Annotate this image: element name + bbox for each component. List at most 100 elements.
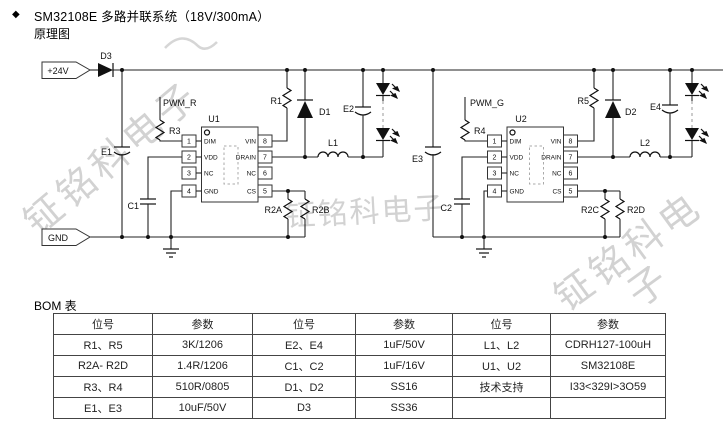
resistor-r2c: R2C [581, 191, 611, 237]
resistor-r2c-label: R2C [581, 205, 600, 215]
gnd-symbol-2 [476, 190, 492, 258]
channel-1: E1 PWM_R R3 C1 U1 [101, 70, 400, 258]
resistor-r1: R1 [270, 70, 293, 142]
u1-pin4-name: GND [204, 189, 219, 196]
u1-pin3-num: 3 [187, 171, 191, 178]
ic-u2-label: U2 [515, 114, 527, 124]
bom-header-cell: 位号 [252, 313, 356, 335]
bom-cell: D1、D2 [252, 376, 356, 398]
bom-row: R3、R4 510R/0805 D1、D2 SS16 技术支持 I33<329I… [53, 376, 666, 398]
diode-d1: D1 [297, 70, 331, 157]
inductor-l2 [629, 151, 661, 158]
bom-cell: E2、E4 [252, 334, 356, 356]
u1-pin3-name: NC [204, 171, 214, 178]
resistor-r5: R5 [577, 70, 600, 142]
u2-pin3-name: NC [510, 171, 520, 178]
pwm-g-net: PWM_G R4 [459, 97, 504, 142]
bom-cell: 技术支持 [452, 376, 551, 398]
bom-cell: 1uF/50V [355, 334, 453, 356]
u1-pin6-num: 6 [263, 171, 267, 178]
resistor-r5-label: R5 [577, 96, 589, 106]
u2-pin4-num: 4 [493, 189, 497, 196]
diode-d1-label: D1 [319, 107, 331, 117]
diode-d2: D2 [605, 70, 637, 157]
resistor-r2b: R2B [299, 191, 330, 237]
bom-cell: D3 [252, 397, 356, 419]
u2-pin2-num: 2 [493, 155, 497, 162]
u2-pin2-name: VDD [510, 155, 524, 162]
led-string-2 [685, 70, 709, 157]
watermark-swoosh [164, 37, 218, 50]
page-title: SM32108E 多路并联系统（18V/300mA） [34, 10, 270, 24]
cap-e2-label: E2 [343, 104, 354, 114]
u2-pin5-name: CS [552, 189, 562, 196]
gnd-connector-label: GND [48, 233, 69, 243]
cap-e4-label: E4 [650, 102, 661, 112]
cap-e2: E2 [343, 70, 372, 157]
bom-cell: 1.4R/1206 [152, 355, 253, 377]
bom-header-cell: 参数 [355, 313, 453, 335]
u1-pin6-name: NC [247, 171, 257, 178]
pwm-r-net: PWM_R R3 [154, 97, 197, 142]
ic-u1: U1 1 2 3 4 DIM VDD NC GND 8 [181, 114, 273, 203]
cap-e3-label: E3 [412, 154, 423, 164]
bom-row: E1、E3 10uF/50V D3 SS36 [53, 397, 666, 419]
bom-cell: U1、U2 [452, 355, 551, 377]
channel-2: E3 PWM_G R4 C2 U2 [412, 70, 709, 258]
vin-connector: +24V [41, 61, 98, 79]
pwm-r-label: PWM_R [163, 98, 197, 108]
resistor-r2b-label: R2B [312, 205, 330, 215]
bom-cell [550, 397, 666, 419]
bom-cell: L1、L2 [452, 334, 551, 356]
u2-pin8-name: VIN [551, 139, 562, 146]
bom-table: 位号 参数 位号 参数 位号 参数 R1、R5 3K/1206 E2、E4 1u… [53, 313, 666, 419]
title-bullet-icon: ◆ [12, 9, 20, 20]
diode-d3: D3 [98, 51, 114, 77]
cap-c2: C2 [440, 156, 488, 237]
u1-pin4-num: 4 [187, 189, 191, 196]
u2-pin3-num: 3 [493, 171, 497, 178]
bom-cell [452, 397, 551, 419]
resistor-r4 [459, 119, 471, 141]
bom-header-cell: 参数 [550, 313, 666, 335]
inductor-l1 [317, 151, 349, 158]
bom-cell: R3、R4 [53, 376, 153, 398]
drain-net-1: L1 [272, 138, 383, 158]
u1-pin1-num: 1 [187, 139, 191, 146]
bom-header-cell: 参数 [152, 313, 253, 335]
led-string-1 [376, 70, 400, 157]
bom-cell: C1、C2 [252, 355, 356, 377]
bom-header-cell: 位号 [452, 313, 551, 335]
u1-pin2-name: VDD [204, 155, 218, 162]
resistor-r4-label: R4 [474, 126, 486, 136]
resistor-r2a-label: R2A [264, 205, 282, 215]
u2-pin1-num: 1 [493, 139, 497, 146]
inductor-l1-label: L1 [328, 138, 338, 148]
cap-c1-label: C1 [127, 201, 139, 211]
resistor-r2d: R2D [614, 191, 646, 237]
u1-pin5-name: CS [247, 189, 257, 196]
bom-row: R1、R5 3K/1206 E2、E4 1uF/50V L1、L2 CDRH12… [53, 334, 666, 356]
u1-pin7-num: 7 [263, 155, 267, 162]
u1-pin2-num: 2 [187, 155, 191, 162]
cs-net-2: R2C R2D [577, 190, 646, 237]
cap-e4: E4 [650, 70, 679, 157]
vin-connector-label: +24V [47, 66, 68, 76]
cap-e1-label: E1 [101, 147, 112, 157]
u2-pin7-name: DRAIN [541, 155, 562, 162]
inductor-l2-label: L2 [640, 138, 650, 148]
bom-header-row: 位号 参数 位号 参数 位号 参数 [53, 313, 666, 335]
u1-pin1-name: DIM [204, 139, 216, 146]
u2-pin4-name: GND [510, 189, 525, 196]
page-subtitle: 原理图 [34, 27, 71, 41]
ic-u1-label: U1 [208, 114, 220, 124]
led-arrows [698, 83, 709, 144]
led-arrows [389, 83, 400, 144]
bom-cell: R1、R5 [53, 334, 153, 356]
gnd-symbol-1 [163, 190, 182, 258]
bom-cell: SM32108E [550, 355, 666, 377]
drain-net-2: L2 [577, 138, 692, 158]
cap-e1: E1 [101, 70, 131, 237]
